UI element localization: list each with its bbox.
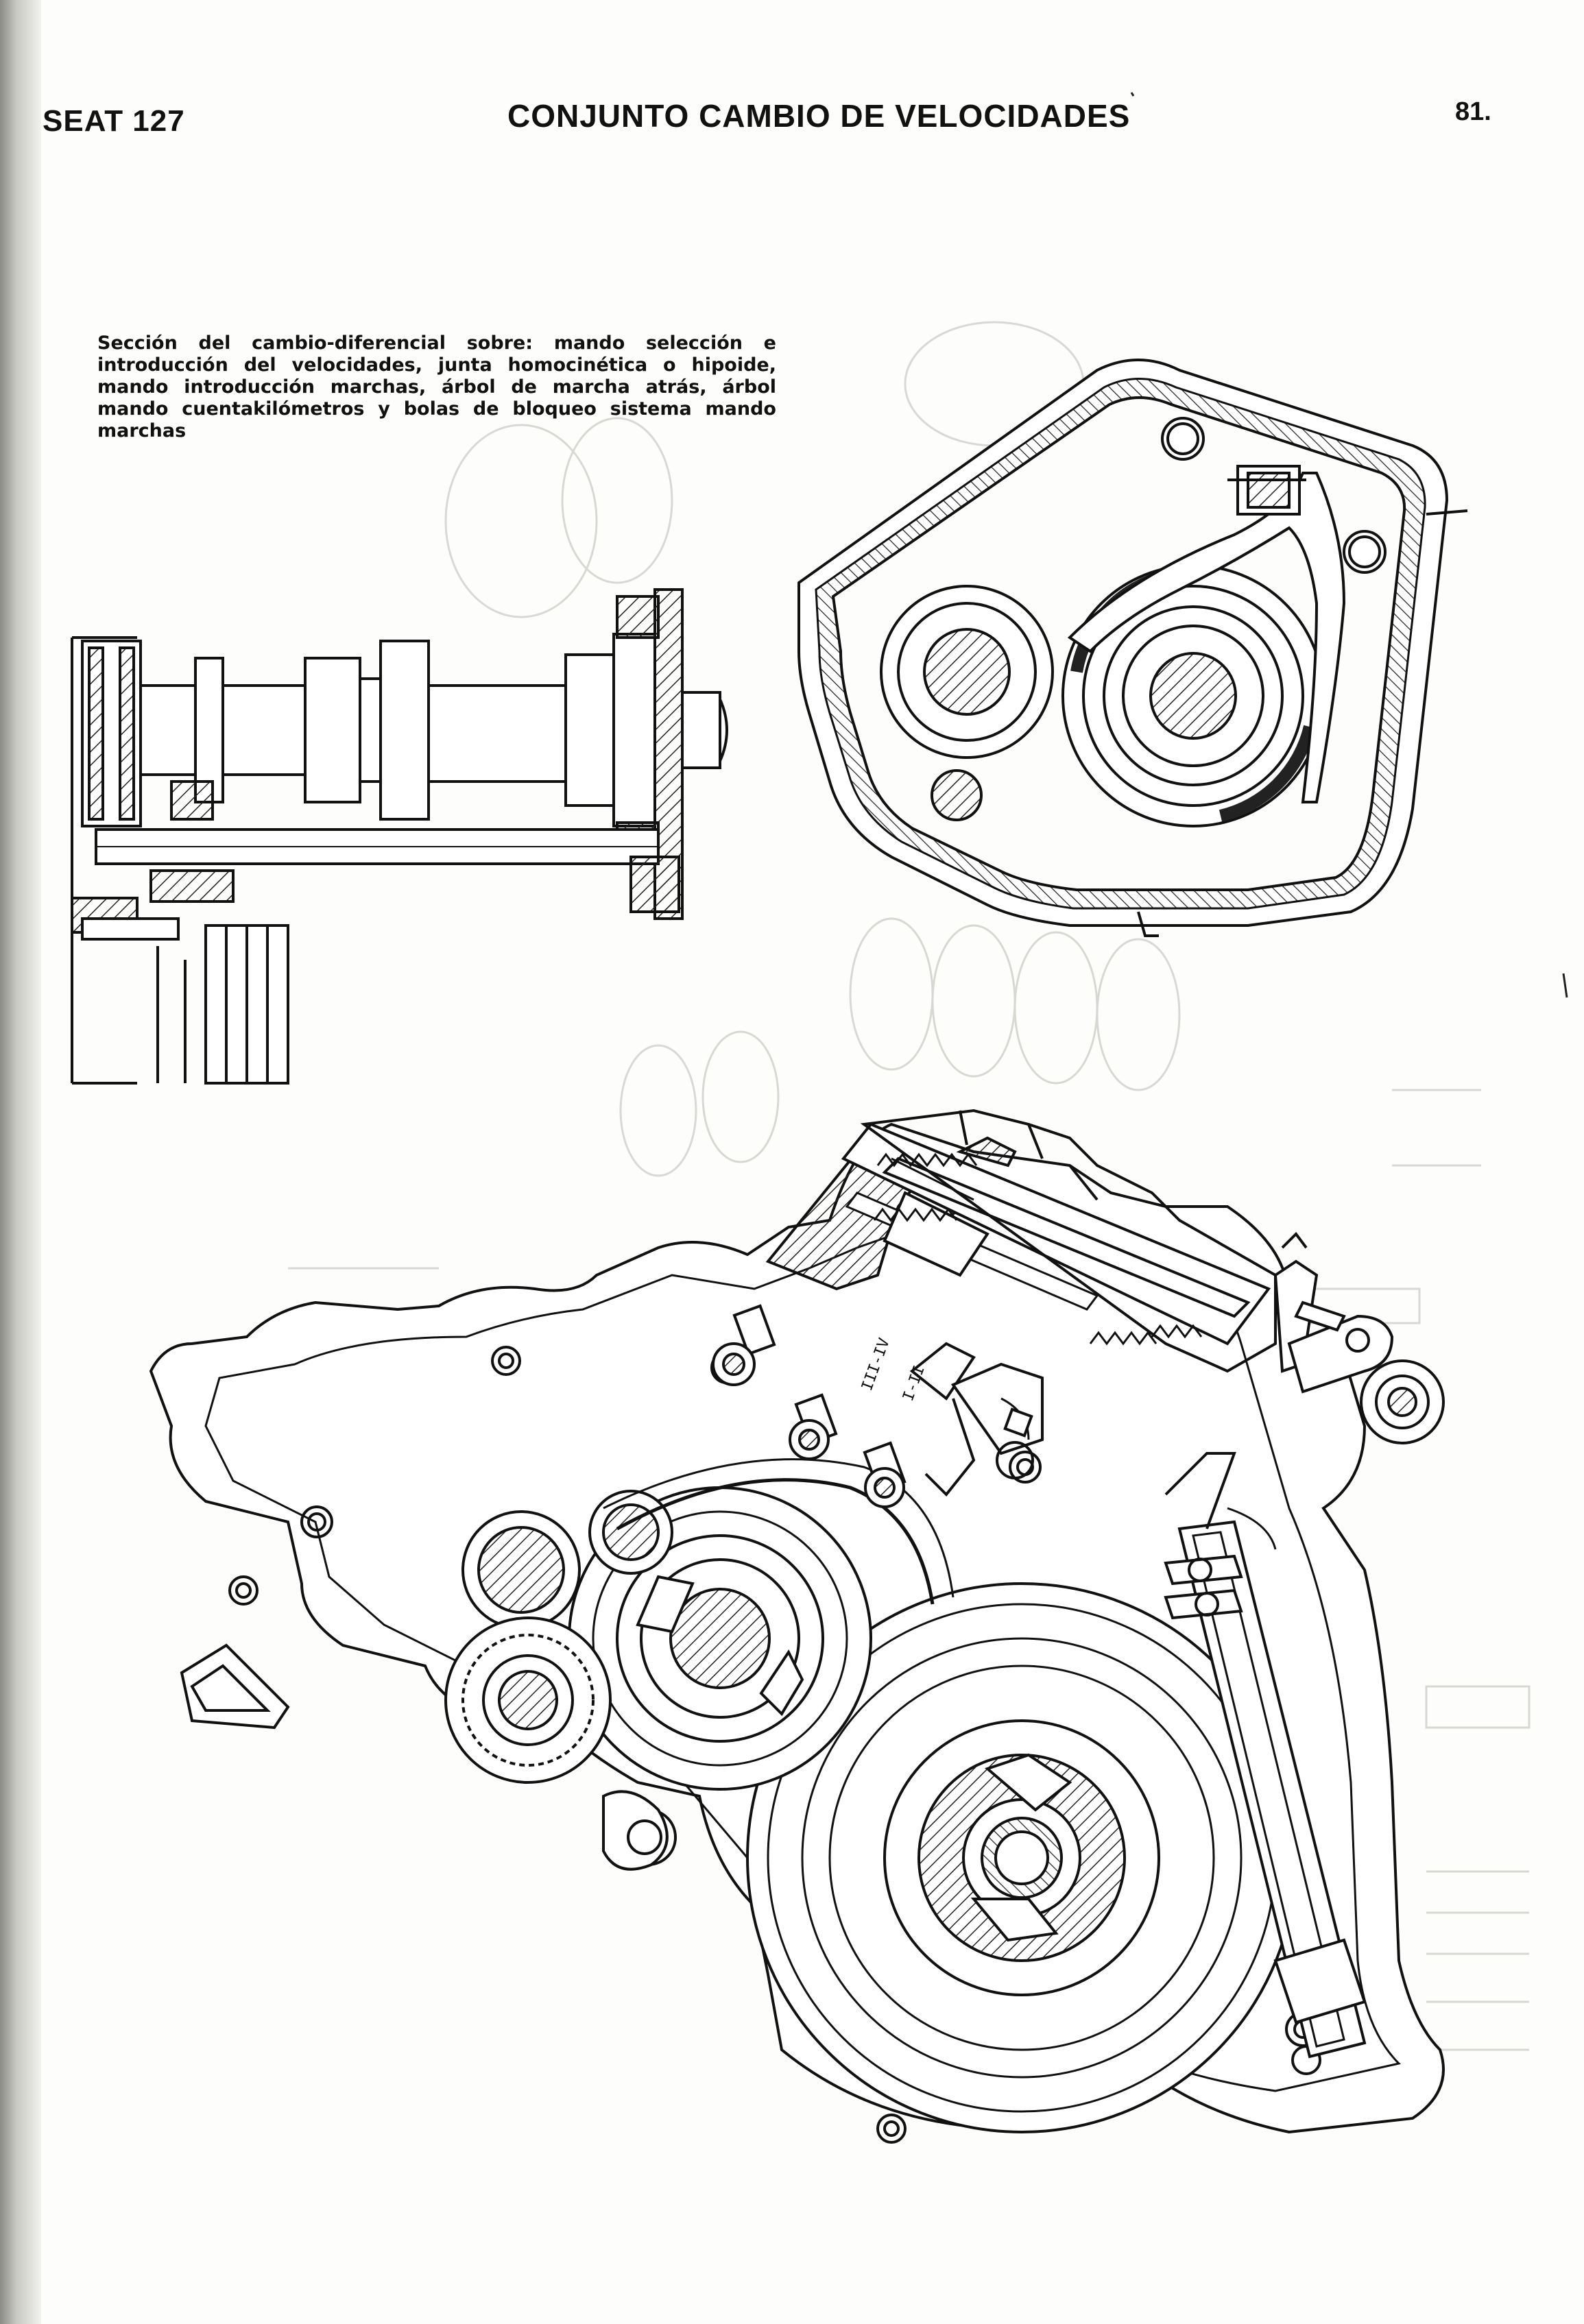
selector-shaft-section	[71, 588, 728, 1085]
scan-specks	[1130, 92, 1568, 998]
selector-mechanism	[712, 1109, 1394, 1508]
binding-shadow	[0, 0, 41, 2324]
side-bearing	[1360, 1359, 1445, 1444]
upper-housing-section	[797, 359, 1468, 937]
chapter-title: CONJUNTO CAMBIO DE VELOCIDADES	[507, 98, 1131, 134]
manual-model-header: SEAT 127	[43, 104, 185, 138]
gearbox-casing-section	[149, 1109, 1445, 2144]
page-number: 81.	[1455, 97, 1491, 126]
figure-caption: Sección del cambio-diferencial sobre: ma…	[97, 332, 776, 441]
detent-rod	[1164, 1452, 1367, 2059]
